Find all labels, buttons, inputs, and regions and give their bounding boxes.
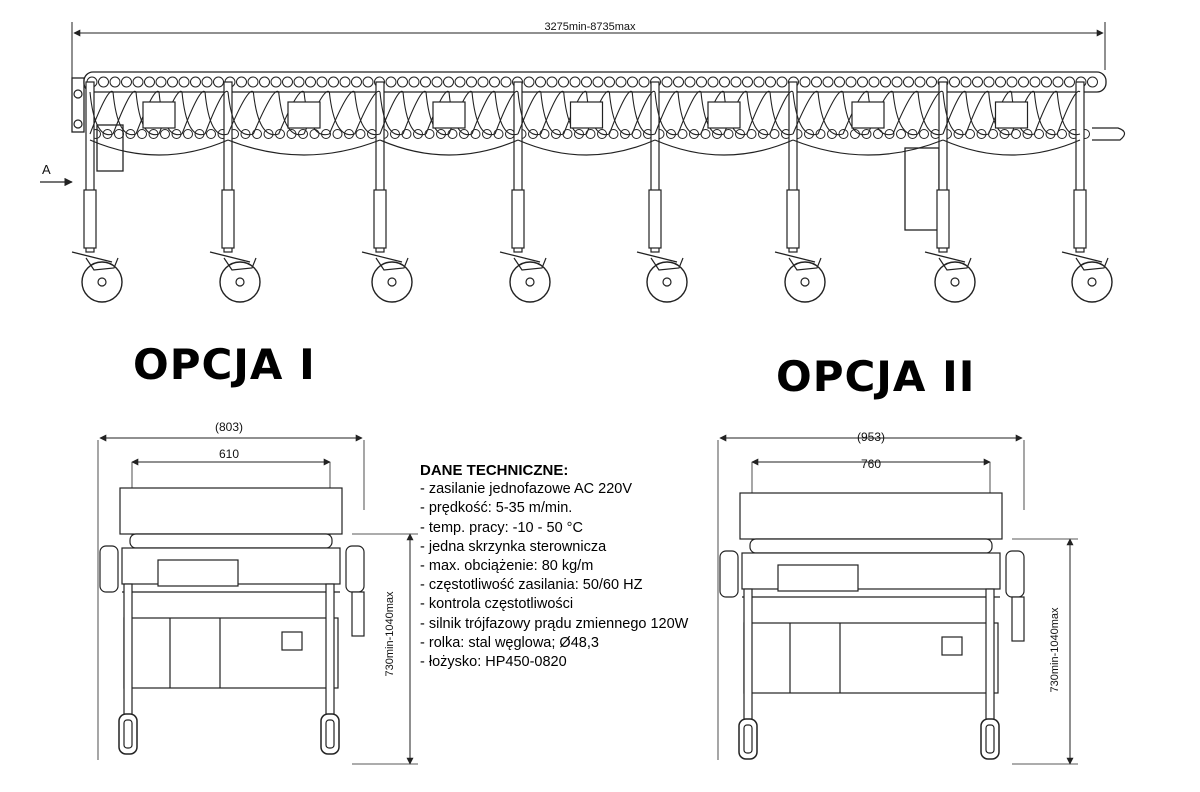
spec-item: częstotliwość zasilania: 50/60 HZ xyxy=(420,576,688,595)
option-2-inner-width: 760 xyxy=(861,457,881,471)
conveyor-side-view xyxy=(40,22,1126,303)
control-panel xyxy=(904,147,940,231)
spec-item: zasilanie jednofazowe AC 220V xyxy=(420,480,688,499)
specs-heading: DANE TECHNICZNE: xyxy=(420,462,569,479)
spec-item: łożysko: HP450-0820 xyxy=(420,653,688,672)
option-1-inner-width: 610 xyxy=(219,447,239,461)
spec-item: max. obciążenie: 80 kg/m xyxy=(420,557,688,576)
option-1-height: 730min-1040max xyxy=(384,591,396,676)
length-dimension-label: 3275min-8735max xyxy=(544,21,636,33)
spec-item: kontrola częstotliwości xyxy=(420,595,688,614)
spec-item: temp. pracy: -10 - 50 °C xyxy=(420,519,688,538)
option-2-front-view xyxy=(717,434,1078,765)
spec-item: rolka: stal węglowa; Ø48,3 xyxy=(420,634,688,653)
option-1-title: OPCJA I xyxy=(133,340,316,389)
spec-item: prędkość: 5-35 m/min. xyxy=(420,499,688,518)
option-2-overall-width: (953) xyxy=(857,430,885,444)
specs-list: zasilanie jednofazowe AC 220Vprędkość: 5… xyxy=(420,480,689,672)
spec-item: jedna skrzynka sterownicza xyxy=(420,538,688,557)
technical-specs: DANE TECHNICZNE: zasilanie jednofazowe A… xyxy=(420,461,688,672)
option-1-overall-width: (803) xyxy=(215,420,243,434)
option-2-title: OPCJA II xyxy=(776,352,976,401)
option-2-height: 730min-1040max xyxy=(1049,607,1061,692)
arrow-a-label: A xyxy=(42,162,51,177)
spec-item: silnik trójfazowy prądu zmiennego 120W xyxy=(420,615,689,634)
option-1-front-view xyxy=(97,434,418,765)
